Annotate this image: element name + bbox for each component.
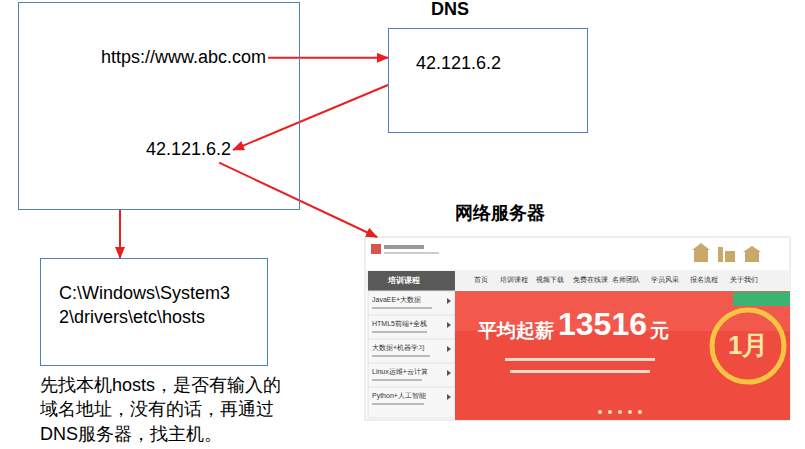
ip-text: 42.121.6.2 (416, 53, 501, 75)
sidebar-item: HTML5前端+全栈 (372, 320, 427, 328)
banner-number: 13516 (558, 305, 647, 343)
nav-item: 名师团队 (612, 276, 640, 284)
sidebar-item: Linux运维+云计算 (372, 368, 428, 376)
building-icons (692, 243, 761, 262)
nav-item: 免费在线课 (573, 276, 608, 284)
arrow-connector (233, 85, 388, 150)
sidebar-header (368, 271, 455, 291)
sidebar-dividers (368, 315, 455, 387)
ip-node: 42.121.6.2 (146, 139, 231, 161)
nav-item: 视频下载 (536, 276, 564, 284)
date-ring (712, 310, 784, 382)
nav-bar (365, 270, 790, 290)
arrow-connector (268, 57, 388, 59)
nav-item: 报名流程 (690, 276, 718, 284)
sidebar-sublines (372, 307, 432, 405)
sidebar-item: JavaEE+大数据 (372, 296, 421, 304)
nav-item: 关于我们 (730, 276, 758, 284)
note-text: 先找本机hosts，是否有输入的 域名地址，没有的话，再通过 DNS服务器，找主… (40, 373, 302, 446)
sidebar (368, 291, 455, 418)
nav-item: 学员风采 (651, 276, 679, 284)
banner (455, 291, 790, 420)
nav-item: 培训课程 (500, 276, 528, 284)
sidebar-item: 大数据+机器学习 (372, 344, 425, 352)
sidebar-item: Python+人工智能 (372, 392, 426, 400)
dns-box: DNS42.121.6.2 (388, 28, 588, 133)
banner-subtext-lines (505, 358, 655, 373)
sidebar-chevrons (447, 298, 451, 400)
banner-text: 元 (650, 320, 669, 343)
carousel-dots (598, 410, 642, 414)
hosts-box: C:\Windows\System3 2\drivers\etc\hosts (40, 258, 268, 366)
banner-text: 平均起薪 (478, 320, 554, 343)
url-text: https://www.abc.com (101, 47, 266, 69)
logo-line (384, 245, 424, 249)
url-node: https://www.abc.com (101, 47, 266, 69)
banner-badge (733, 292, 790, 306)
logo-line (384, 252, 439, 254)
dns-heading: DNS (431, 0, 469, 21)
date-badge: 1月 (728, 330, 768, 361)
arrow-connector (119, 210, 121, 258)
server-heading: 网络服务器 (455, 203, 545, 225)
path-text: C:\Windows\System3 2\drivers\etc\hosts (59, 281, 254, 330)
sidebar-heading: 培训课程 (388, 276, 420, 286)
logo-mark (371, 244, 381, 254)
nav-item: 首页 (474, 276, 488, 284)
ip-text: 42.121.6.2 (146, 139, 231, 161)
client-box: https://www.abc.com 42.121.6.2 (18, 2, 300, 210)
screenshot-frame (365, 237, 790, 420)
arrow-connector (219, 163, 377, 237)
